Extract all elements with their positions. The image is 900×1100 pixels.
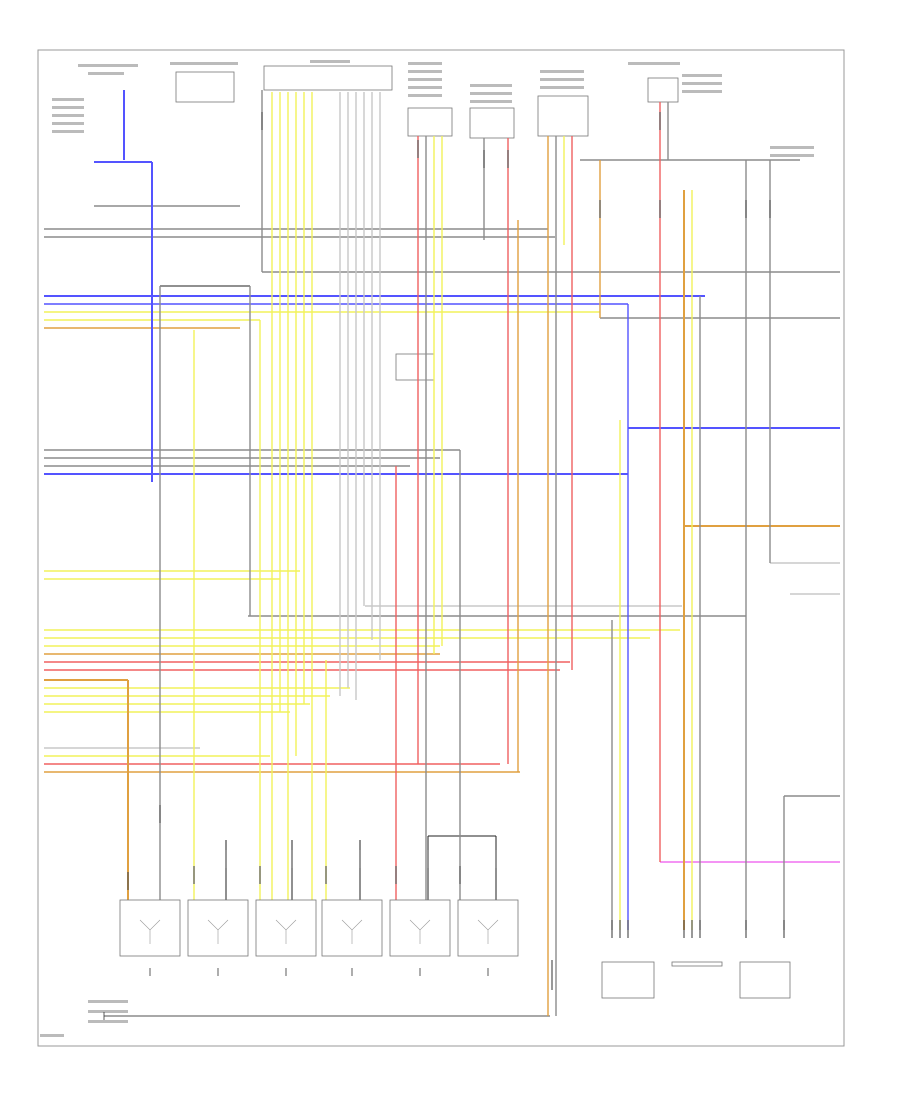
- injector-3: [255, 899, 317, 957]
- injector-6: [457, 899, 519, 957]
- connector-ticks: [127, 112, 785, 990]
- bottom-components: [601, 961, 791, 999]
- component-7: [647, 77, 679, 103]
- component-4: [407, 107, 453, 137]
- injector-5: [389, 899, 451, 957]
- injector-1: [119, 899, 181, 957]
- ground-symbols: [103, 968, 489, 1020]
- label-marks: [40, 60, 814, 1037]
- bottom-component-left: [601, 961, 655, 999]
- diagram-frame: [37, 49, 845, 1047]
- top-components: [175, 65, 679, 381]
- vertical-wires: [123, 90, 785, 1016]
- injector-coil-marks: [139, 919, 499, 944]
- component-1: [175, 71, 235, 103]
- injector-2: [187, 899, 249, 957]
- injectors: [119, 899, 519, 957]
- horizontal-wires: [44, 159, 840, 1017]
- bottom-component-right: [739, 961, 791, 999]
- relay-box: [395, 353, 435, 381]
- injector-4: [321, 899, 383, 957]
- component-5: [469, 107, 515, 139]
- bottom-component-middle: [671, 961, 723, 967]
- component-6: [537, 95, 589, 137]
- connector-block: [263, 65, 393, 91]
